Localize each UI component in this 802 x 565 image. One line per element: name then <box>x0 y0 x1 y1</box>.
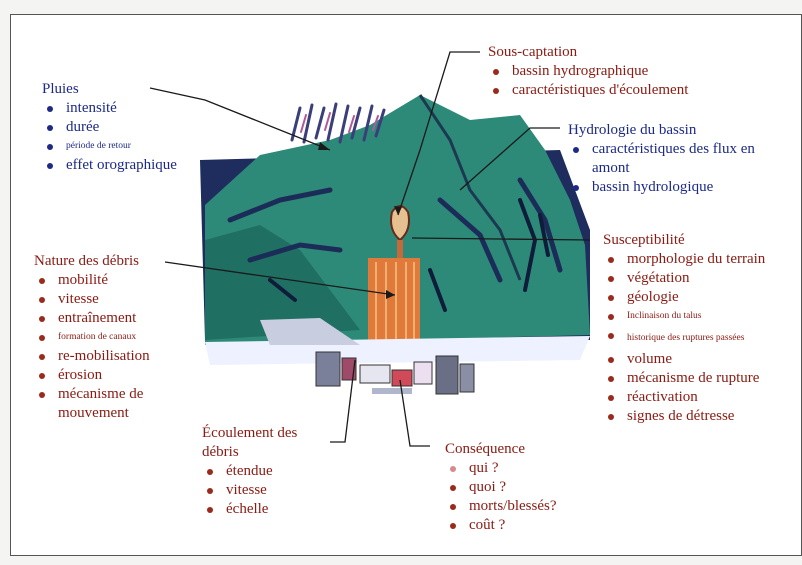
bullet-icon <box>608 276 614 282</box>
ecoulement-title: Écoulement des débris <box>202 424 332 462</box>
bullet-icon <box>573 185 579 191</box>
bullet-icon <box>608 333 614 339</box>
ecoulement-item: échelle <box>202 500 332 519</box>
nature-debris-item: re-mobilisation <box>34 347 204 366</box>
sous-captation-title: Sous-captation <box>488 43 778 62</box>
susceptibilite-title: Susceptibilité <box>603 231 799 250</box>
bullet-icon <box>207 469 213 475</box>
bullet-icon <box>450 504 456 510</box>
consequence-item: coût ? <box>445 516 615 535</box>
ecoulement-item: vitesse <box>202 481 332 500</box>
bullet-icon <box>608 295 614 301</box>
hydrologie-item: caractéristiques des flux en amont <box>568 140 782 178</box>
susceptibilite-block: Susceptibilité morphologie du terrain vé… <box>603 231 799 426</box>
bullet-icon <box>450 523 456 529</box>
pluies-title: Pluies <box>42 80 212 99</box>
pluies-item: effet orographique <box>42 156 186 175</box>
bullet-icon <box>39 278 45 284</box>
sous-captation-item: bassin hydrographique <box>488 62 778 81</box>
bullet-icon <box>573 147 579 153</box>
bullet-icon <box>608 357 614 363</box>
bullet-icon <box>608 414 614 420</box>
sous-captation-block: Sous-captation bassin hydrographique car… <box>488 43 778 100</box>
nature-debris-block: Nature des débris mobilité vitesse entra… <box>34 252 204 423</box>
consequence-title: Conséquence <box>445 440 615 459</box>
susceptibilite-item: signes de détresse <box>603 407 799 426</box>
pluies-item: durée <box>42 118 212 137</box>
nature-debris-title: Nature des débris <box>34 252 204 271</box>
nature-debris-item: érosion <box>34 366 204 385</box>
hydrologie-item: bassin hydrologique <box>568 178 783 197</box>
bullet-icon <box>47 144 53 150</box>
pluies-item: période de retour <box>42 137 212 156</box>
susceptibilite-item: historique des ruptures passées <box>603 326 799 350</box>
nature-debris-item: vitesse <box>34 290 204 309</box>
bullet-icon <box>39 354 45 360</box>
susceptibilite-item: morphologie du terrain <box>603 250 799 269</box>
sous-captation-item: caractéristiques d'écoulement <box>488 81 778 100</box>
susceptibilite-item: volume <box>603 350 799 369</box>
consequence-item: quoi ? <box>445 478 615 497</box>
bullet-icon <box>493 69 499 75</box>
bullet-icon <box>207 507 213 513</box>
susceptibilite-item: géologie <box>603 288 799 307</box>
nature-debris-item: mobilité <box>34 271 204 290</box>
hydrologie-block: Hydrologie du bassin caractéristiques de… <box>568 121 783 197</box>
bullet-icon <box>608 257 614 263</box>
bullet-icon <box>39 373 45 379</box>
nature-debris-item: entraînement <box>34 309 204 328</box>
bullet-icon <box>450 466 456 472</box>
pluies-item: intensité <box>42 99 212 118</box>
bullet-icon <box>47 125 53 131</box>
bullet-icon <box>608 314 614 320</box>
ecoulement-item: étendue <box>202 462 332 481</box>
bullet-icon <box>39 335 45 341</box>
consequence-block: Conséquence qui ? quoi ? morts/blessés? … <box>445 440 615 535</box>
susceptibilite-item: réactivation <box>603 388 799 407</box>
pluies-block: Pluies intensité durée période de retour… <box>42 80 212 175</box>
bullet-icon <box>207 488 213 494</box>
bullet-icon <box>39 316 45 322</box>
bullet-icon <box>608 376 614 382</box>
hydrologie-title: Hydrologie du bassin <box>568 121 783 140</box>
susceptibilite-item: végétation <box>603 269 799 288</box>
bullet-icon <box>39 392 45 398</box>
nature-debris-item: mécanisme de mouvement <box>34 385 198 423</box>
bullet-icon <box>47 163 53 169</box>
consequence-item: qui ? <box>445 459 615 478</box>
ecoulement-block: Écoulement des débris étendue vitesse éc… <box>202 424 332 519</box>
bullet-icon <box>493 88 499 94</box>
bullet-icon <box>608 395 614 401</box>
bullet-icon <box>47 106 53 112</box>
consequence-item: morts/blessés? <box>445 497 615 516</box>
bullet-icon <box>39 297 45 303</box>
nature-debris-item: formation de canaux <box>34 328 204 347</box>
susceptibilite-item: Inclinaison du talus <box>603 307 799 326</box>
susceptibilite-item: mécanisme de rupture <box>603 369 799 388</box>
bullet-icon <box>450 485 456 491</box>
